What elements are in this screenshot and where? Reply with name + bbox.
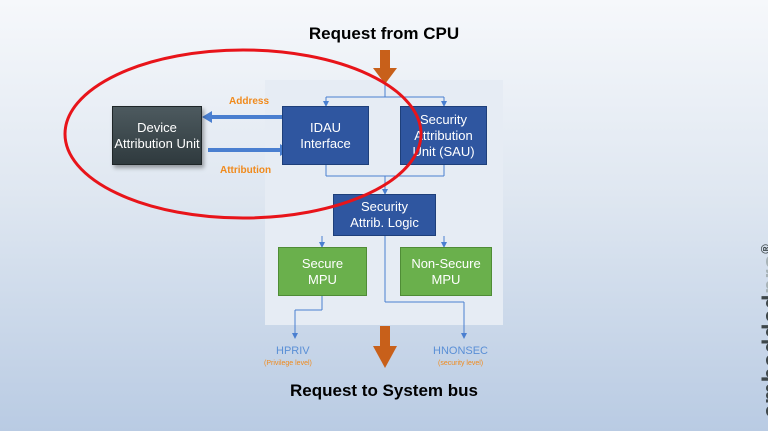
logic-line-1: Security [361, 199, 408, 214]
brand-registered-mark: ® [758, 244, 768, 254]
nonsecure-mpu-line-2: MPU [431, 271, 461, 287]
bus-request-arrow [373, 326, 397, 368]
secure-mpu-line-1: Secure [301, 255, 344, 271]
top-title: Request from CPU [308, 24, 460, 43]
dau-line-2: Attribution Unit [114, 135, 200, 151]
attribution-label: Attribution [220, 165, 272, 176]
sau-line-1: Security [420, 111, 467, 127]
logic-line-2: Attrib. Logic [350, 215, 419, 230]
hnonsec-label: HNONSEC [433, 345, 489, 357]
dau-line-1: Device [137, 119, 177, 135]
idau-line-2: Interface [300, 135, 351, 151]
address-label: Address [229, 96, 270, 107]
nonsecure-mpu-line-1: Non-Secure [411, 255, 481, 271]
hnonsec-sublabel: (security level) [438, 360, 484, 367]
brand-part-2: pro [758, 253, 768, 294]
sau-line-3: Unit (SAU) [412, 143, 475, 159]
idau-line-1: IDAU [309, 119, 342, 135]
secure-mpu-line-2: MPU [308, 271, 337, 287]
sau-line-2: Attribution [414, 127, 473, 143]
brand-logo: embeddedpro® [712, 244, 768, 418]
hpriv-label: HPRIV [276, 345, 310, 357]
bottom-title: Request to System bus [290, 381, 478, 400]
cpu-request-arrow [373, 50, 397, 84]
brand-part-1: embedded [758, 293, 768, 418]
hpriv-sublabel: (Privilege level) [264, 360, 312, 367]
